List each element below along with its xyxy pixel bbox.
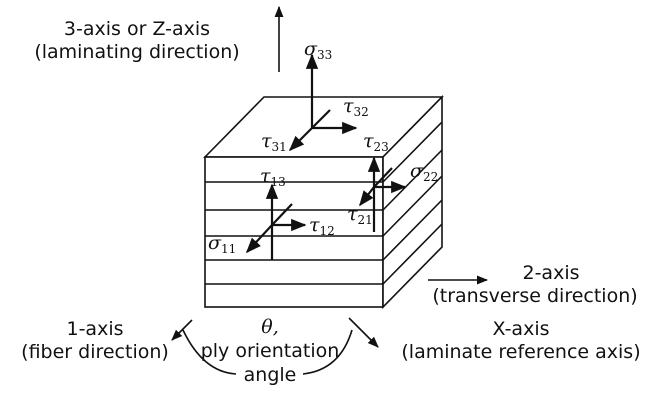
z-axis-label-line1: 3-axis or Z-axis [63,18,211,40]
ply-angle-line2: angle [243,364,297,386]
ply-line [382,149,443,211]
one-axis-label-line1: 1-axis [66,318,124,340]
one-axis-arrow [171,319,193,341]
ply-angle-label: θ, ply orientation angle [190,315,350,387]
sigma11-label: σ11 [208,232,236,256]
sigma22-label: σ22 [410,160,438,184]
angle-arc-right [302,329,353,375]
tau21-label: τ21 [347,203,373,227]
x-axis-label-line2: (laminate reference axis) [401,341,641,363]
tau12-label: τ12 [309,214,335,238]
ply-angle-line1: ply orientation [200,340,340,362]
tau31-label: τ31 [261,130,287,154]
tau21-tail [373,167,393,188]
z-axis-label: 3-axis or Z-axis (laminating direction) [2,18,272,64]
one-axis-label: 1-axis (fiber direction) [0,318,190,364]
tau21-arrow [359,186,375,207]
laminate-block [203,95,444,309]
side-stress-arrows [359,156,407,232]
stress-labels: σ33 τ32 τ31 τ23 σ22 τ13 τ21 τ12 σ11 [208,38,438,256]
top-stress-arrows [288,53,358,152]
tau31-tail [311,109,331,129]
sigma11-arrow [245,224,273,254]
ply-line [382,121,443,183]
theta-symbol: θ, [261,316,279,338]
one-axis-label-line2: (fiber direction) [21,341,169,363]
angle-arc [182,329,237,375]
x-axis-label-line1: X-axis [492,318,550,340]
two-axis-label-line1: 2-axis [522,262,580,284]
tau13-label: τ13 [260,165,286,189]
z-axis-label-line2: (laminating direction) [34,41,240,63]
global-axes [171,5,489,375]
ply-line [382,223,443,285]
tau31-arrow [288,127,313,152]
two-axis-label-line2: (transverse direction) [432,285,638,307]
sigma11-tail [271,203,293,226]
front-stress-arrows [245,183,307,260]
ply-line [382,175,443,237]
x-axis-arrow [348,317,379,348]
x-axis-label: X-axis (laminate reference axis) [382,318,660,364]
tau32-label: τ32 [343,95,369,119]
sigma33-label: σ33 [304,38,332,62]
ply-line [382,199,443,261]
tau23-label: τ23 [363,130,389,154]
two-axis-label: 2-axis (transverse direction) [412,262,658,308]
right-face [382,95,443,309]
